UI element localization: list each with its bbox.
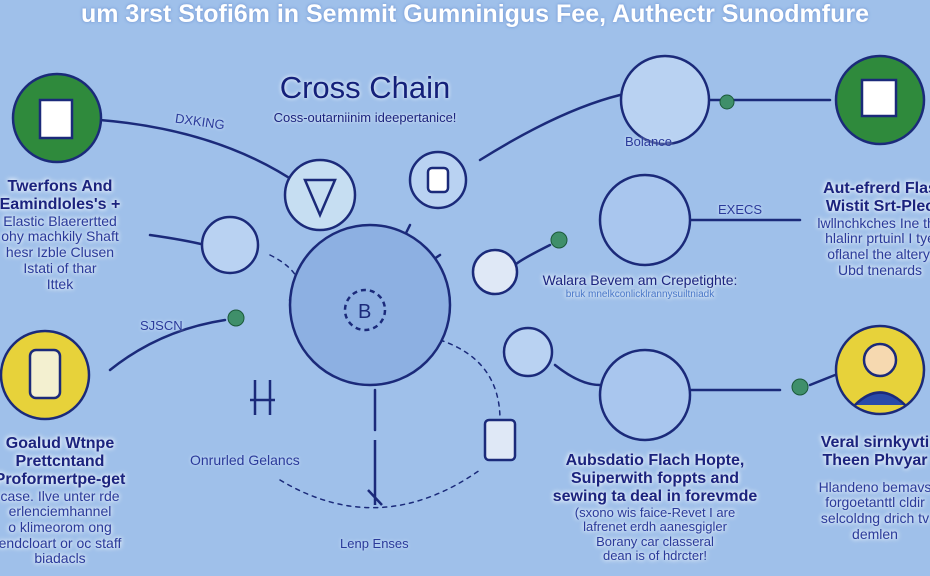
text-block-right-top: Aut-efrerd Flas Wistit Srt-Plec lwllnchk…	[805, 180, 930, 279]
arrow-connector	[478, 93, 622, 162]
body: lwllnchkches Ine tha	[817, 214, 930, 231]
body: selcoldng drich tv	[820, 510, 930, 527]
body: forgoetanttl cldir	[825, 494, 925, 511]
arrow-connector	[513, 243, 552, 267]
text-block-left-top: Twerfons And Eamindloles's + Elastic Bla…	[0, 178, 130, 292]
green-node-icon	[227, 94, 809, 396]
body: oflanel the altery.	[827, 246, 930, 263]
heading: sewing ta deal in forevmde	[552, 487, 758, 505]
heading: Walara Bevem am Crepetighte:	[542, 272, 738, 288]
body: Ubd tnenards	[837, 261, 923, 278]
heading: Aut-efrerd Flas	[823, 180, 930, 197]
label-execs: EXECS	[718, 202, 763, 217]
arrow-connector	[688, 373, 837, 392]
header-subtitle: Coss-outarniinim ideepertanice!	[273, 110, 457, 125]
body: hesr Izble Clusen	[5, 244, 115, 261]
body: erlenciemhannel	[8, 503, 112, 520]
heading: Twerfons And	[7, 178, 113, 195]
body: demlen	[852, 525, 898, 542]
body: biadacls	[34, 550, 86, 567]
arrow-connector	[108, 318, 227, 372]
heading: Theen Phvyar	[822, 451, 928, 469]
body: hlalinr prtuinl I tye	[825, 230, 930, 247]
arrow-connector	[98, 118, 302, 187]
body: Hlandeno bemavs	[818, 478, 930, 495]
heading: Eamindloles's +	[0, 195, 121, 213]
heading: Wistit Srt-Plec	[825, 197, 930, 215]
body: Istati of thar	[23, 259, 97, 276]
body: Ittek	[46, 275, 74, 292]
heading: Proformertpe-get	[0, 470, 126, 488]
body: Borany car classeral	[596, 533, 714, 549]
body: Elastic Blaerertted	[3, 212, 117, 229]
text-block-right-bottom: Veral sirnkyvti Theen Phvyar Hlandeno be…	[805, 434, 930, 543]
label-sjscn: SJSCN	[140, 318, 183, 333]
center-hub: B	[288, 223, 452, 387]
heading: Veral sirnkyvti	[820, 434, 930, 451]
header-main: Cross Chain	[279, 70, 451, 105]
heading: Prettcntand	[15, 452, 105, 470]
label-bolance: Bolance	[625, 134, 672, 149]
page-title: um 3rst Stofi6m in Semmit Gumninigus Fee…	[80, 0, 870, 28]
svg-text:B: B	[358, 301, 371, 323]
body: case. Ilve unter rde	[0, 487, 120, 504]
heading: Goalud Wtnpe	[5, 435, 115, 452]
label-lenp: Lenp Enses	[340, 536, 409, 551]
arrow-connector	[148, 233, 207, 247]
body: (sxono wis faice-Revet I are	[574, 504, 736, 520]
body: dean is of hdrcter!	[602, 548, 708, 564]
arrow-connector	[553, 363, 602, 387]
label-onrurled: Onrurled Gelancs	[190, 452, 300, 468]
heading: Aubsdatio Flach Hopte,	[565, 452, 745, 469]
text-block-center-bottom: Aubsdatio Flach Hopte, Suiperwith foppts…	[540, 452, 770, 564]
body: endcloart or oc staff	[0, 534, 122, 551]
body: lafrenet erdh aanesgigler	[583, 519, 727, 535]
heading: Suiperwith foppts and	[571, 469, 739, 487]
text-block-center-mid: Walara Bevem am Crepetighte: bruk mnelkc…	[525, 272, 755, 300]
text-block-left-bottom: Goalud Wtnpe Prettcntand Proformertpe-ge…	[0, 435, 135, 567]
node-circle	[0, 54, 926, 506]
link[interactable]: bruk mnelkconlicklrannysuiltniadk	[565, 288, 715, 300]
body: ohy machkily Shaft	[1, 228, 119, 245]
body: o klimeorom ong	[8, 519, 112, 536]
